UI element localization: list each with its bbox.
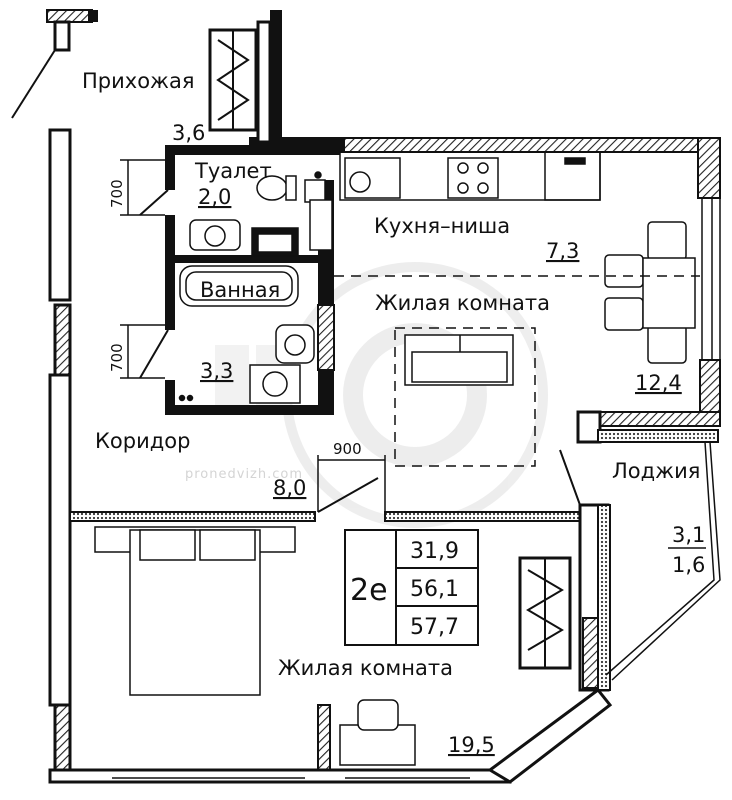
sofa [404, 334, 514, 386]
windows [112, 198, 721, 779]
summary-living-area: 31,9 [410, 539, 459, 564]
room-label-loggia: Лоджия [612, 459, 700, 483]
rug [394, 327, 536, 467]
room-label-kitchen-niche: Кухня–ниша [374, 214, 510, 238]
summary-table [344, 529, 479, 646]
room-label-bathroom: Ванная [200, 278, 280, 302]
area-bathroom: 3,3 [200, 359, 233, 383]
area-toilet: 2,0 [198, 185, 231, 209]
bed [94, 526, 296, 696]
area-corridor: 8,0 [273, 476, 306, 500]
summary-code: 2е [350, 573, 388, 608]
dim-bath-door: 700 [108, 343, 126, 372]
area-loggia-bottom: 1,6 [672, 553, 705, 577]
dimension-lines [120, 159, 386, 512]
wardrobe-hallway [208, 28, 258, 132]
dim-toilet-door: 700 [108, 179, 126, 208]
doors [11, 49, 581, 513]
watermark-text: pronedvizh.com [185, 467, 303, 482]
bathroom-fixtures [178, 265, 315, 404]
watermark-logo [215, 262, 548, 528]
area-living-room-2: 19,5 [448, 733, 495, 757]
summary-total-with-loggia: 57,7 [410, 615, 459, 640]
area-hallway: 3,6 [172, 121, 205, 145]
toilet-fixtures [189, 171, 333, 257]
area-living-room-1: 12,4 [635, 371, 682, 395]
desk [339, 699, 416, 766]
walls [46, 9, 721, 784]
room-label-hallway: Прихожая [82, 69, 194, 93]
kitchen-counter [339, 151, 601, 201]
dining-set [604, 221, 696, 364]
area-kitchen-niche: 7,3 [546, 239, 579, 263]
summary-total-area: 56,1 [410, 577, 459, 602]
room-label-corridor: Коридор [95, 429, 190, 453]
wardrobe-bedroom [518, 556, 572, 670]
dim-corridor-opening: 900 [333, 440, 362, 458]
area-loggia-top: 3,1 [672, 523, 705, 547]
room-label-living-room-1: Жилая комната [375, 291, 550, 315]
room-label-toilet: Туалет [194, 159, 272, 183]
room-label-living-room-2: Жилая комната [278, 656, 453, 680]
